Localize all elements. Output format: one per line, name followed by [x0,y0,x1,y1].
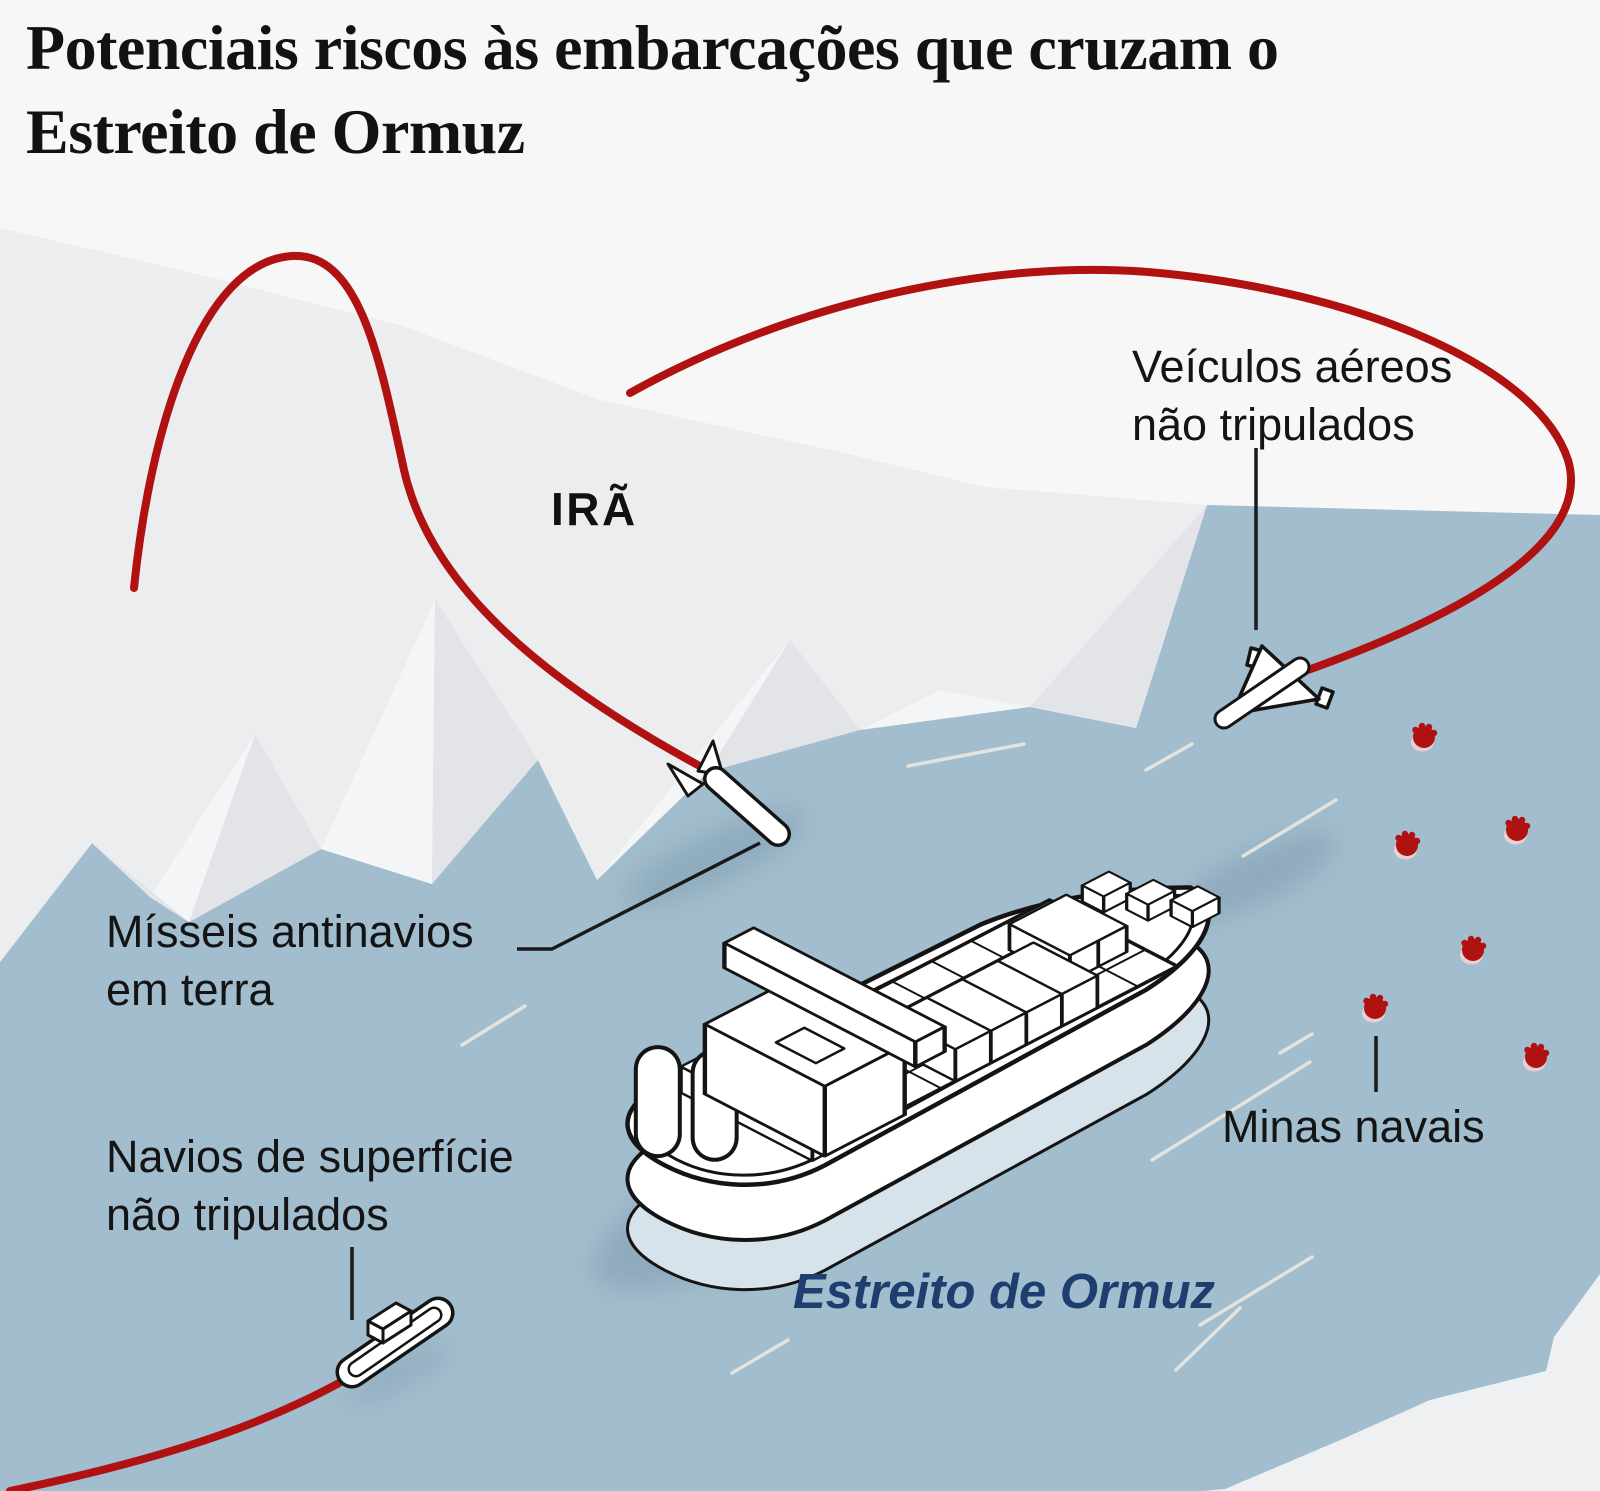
infographic-title: Potenciais riscos às embarcações que cru… [26,12,1279,168]
region-label-iran: IRÃ [551,483,638,535]
unmanned-surface-vessel-icon [335,1296,455,1389]
wave-streaks [460,742,1338,1375]
anti-ship-missile-icon [666,739,791,847]
sea-label-strait-of-hormuz: Estreito de Ormuz [793,1265,1216,1319]
iran-landmass [0,228,1207,962]
missiles-callout-line [517,841,761,951]
opposite-shore-landmass [1204,1274,1600,1491]
missile-trajectory [130,251,711,774]
uav-drone-icon [1213,644,1335,730]
threat-trajectories [6,251,1575,1491]
uav-trajectory [626,265,1575,674]
usv-trajectory [6,1374,352,1491]
label-naval-mines: Minas navais [1222,1101,1485,1152]
ship-bridge-wing [722,926,947,1069]
container-ship-icon [379,870,1221,1312]
callout-lines [350,448,1378,1320]
label-antiship-missiles: Mísseis antinavios em terra [106,906,474,1015]
label-unmanned-surface-vessels: Navios de superfície não tripulados [106,1131,514,1240]
coastal-cliffs [92,505,1207,922]
label-uav: Veículos aéreos não tripulados [1132,341,1453,450]
